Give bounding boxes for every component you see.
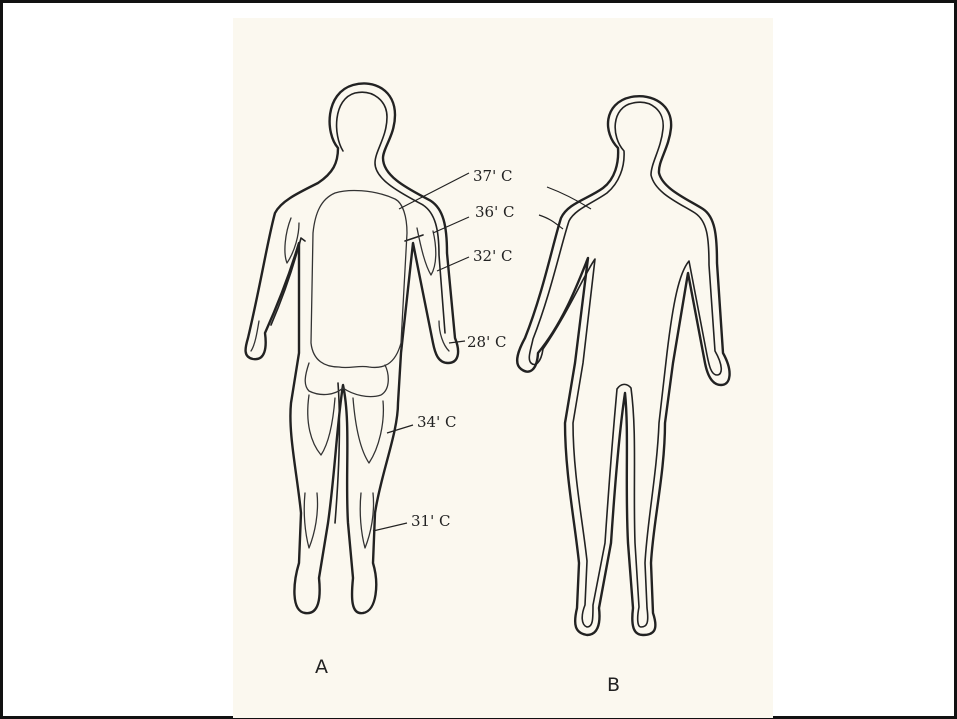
figure-a-thigh-zone-right <box>353 398 383 463</box>
figure-a-36c-line <box>271 92 445 523</box>
leader-32c <box>437 257 469 271</box>
leader-34c <box>387 425 413 433</box>
figure-b-outline <box>517 96 729 635</box>
figure-a-core-zone <box>311 191 407 368</box>
leader-31c <box>373 523 407 531</box>
panel-label-a: A <box>315 656 328 678</box>
panel-label-b: B <box>607 674 620 696</box>
figure-a-calf-zone-right <box>360 493 373 548</box>
figure-a-outline <box>246 83 459 613</box>
label-31c: 31' C <box>411 512 450 530</box>
figure-a <box>246 83 459 613</box>
figure-a-forearm-zone-left <box>251 321 259 351</box>
label-37c: 37' C <box>473 167 512 185</box>
label-28c: 28' C <box>467 333 506 351</box>
figure-a-calf-zone-left <box>304 493 317 548</box>
label-34c: 34' C <box>417 413 456 431</box>
figure-b <box>517 96 729 635</box>
label-32c: 32' C <box>473 247 512 265</box>
figure-a-thigh-zone-left <box>308 395 335 455</box>
figure-b-36c-line <box>529 102 721 627</box>
figure-a-arm-zone-left <box>285 218 299 263</box>
figure-a-arm-zone-right <box>417 228 436 275</box>
body-temperature-diagram: 37' C 36' C 32' C 28' C 34' C 31' C A B <box>3 3 954 716</box>
label-36c: 36' C <box>475 203 514 221</box>
